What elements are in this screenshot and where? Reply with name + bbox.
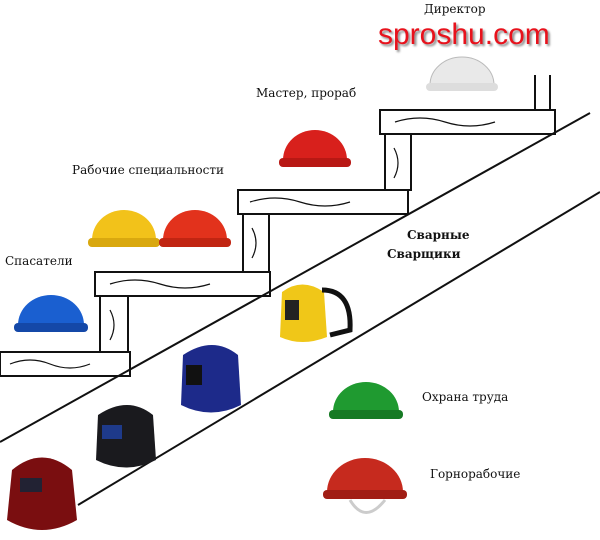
- welding-mask-yellow: [280, 284, 353, 342]
- helmet-rescuers: [14, 295, 88, 332]
- step-1: [0, 351, 131, 377]
- helmet-miners: [323, 458, 407, 514]
- welding-mask-blue: [181, 345, 241, 413]
- step-4: [379, 109, 556, 135]
- label-welding-1: Сварные: [407, 228, 470, 242]
- label-foreman: Мастер, прораб: [256, 86, 357, 100]
- label-miners: Горнорабочие: [430, 467, 521, 481]
- riser-1: [99, 295, 129, 353]
- welding-mask-black: [96, 405, 156, 468]
- label-safety: Охрана труда: [422, 390, 509, 404]
- welding-masks: [7, 284, 353, 530]
- rail-upper: [0, 112, 591, 443]
- helmet-workers-yellow: [88, 210, 160, 247]
- stairs: [0, 75, 556, 377]
- helmet-director: [426, 56, 498, 91]
- helmets: [14, 56, 498, 514]
- helmet-workers-red: [159, 210, 231, 247]
- step-3: [237, 189, 409, 215]
- helmet-foreman: [279, 130, 351, 167]
- label-welding-2: Сварщики: [387, 247, 461, 261]
- label-rescuers: Спасатели: [5, 254, 73, 268]
- label-director: Директор: [424, 2, 486, 16]
- label-workers: Рабочие специальности: [72, 163, 224, 177]
- watermark: sproshu.com: [378, 18, 550, 51]
- welding-mask-red: [7, 457, 77, 530]
- step-2: [94, 271, 271, 297]
- helmet-safety: [329, 382, 403, 419]
- rail-lower: [77, 191, 600, 506]
